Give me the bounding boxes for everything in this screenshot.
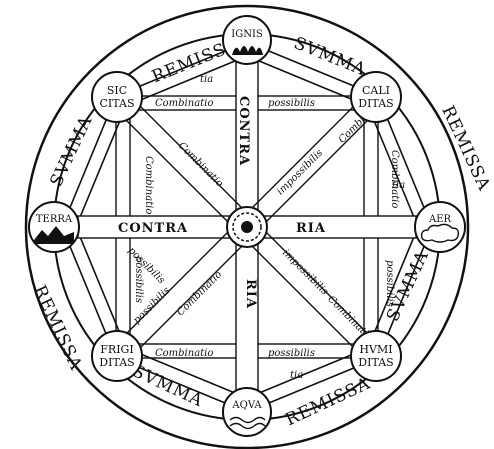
node-top-label: IGNIS [231,29,263,40]
node-top-left-line2: CITAS [100,97,135,110]
node-bottom-right-line1: HVMI [359,343,392,356]
diag-ul-upper: Combinatio [176,140,225,189]
flame-icon [232,46,263,55]
landscape-icon [34,226,74,244]
band-top-tia: tia [200,74,213,85]
axis-horizontal-right: RIA [296,221,326,236]
node-left-label: TERRA [36,214,73,225]
node-right: AER [414,201,466,253]
node-top-right: CALI DITAS [350,71,402,123]
band-bottom-combinatio: Combinatio [155,348,213,359]
diag-ul-lower: possibilis [126,245,167,286]
cloud-icon [420,223,460,243]
band-left-combinatio: Combinatio [143,156,154,214]
axis-vertical-upper: CONTRA [236,96,251,166]
band-bottom-tia: tia [290,370,303,381]
ring-label-top-right: SVMMA [291,33,369,80]
band-bottom-possibilis: possibilis [268,348,315,359]
node-bottom-left-line1: FRIGI [100,343,133,356]
water-waves-icon [229,416,266,430]
node-right-label: AER [428,214,452,225]
band-right-tia: tia [392,180,405,191]
ring-label-left-upper: SVMMA [46,113,96,190]
band-right-possibilis: possibilis [384,260,395,307]
node-top-right-line2: DITAS [358,97,393,110]
node-left: TERRA [28,201,80,253]
node-bottom-right-line2: DITAS [358,356,393,369]
diag-lr-upper: impossibilis [280,248,330,298]
band-top-combinatio: Combinatio [155,98,213,109]
band-top-possibilis: possibilis [268,98,315,109]
node-bottom-left: FRIGI DITAS [91,330,143,382]
node-bottom-right: HVMI DITAS [350,330,402,382]
node-bottom-label: AQVA [231,400,262,411]
ring-label-right-upper: REMISSA [437,103,494,194]
ring-label-left-lower: REMISSA [29,282,86,373]
outer-ring [24,4,470,449]
axis-vertical-lower: RIA [243,279,258,309]
node-top-right-line1: CALI [362,84,390,97]
band-right-combinatio: Combinatio [389,150,400,208]
node-top-left: SIC CITAS [91,71,143,123]
axis-horizontal-left: CONTRA [118,221,188,236]
band-left-possibilis: possibilis [133,256,144,303]
node-bottom: AQVA [222,387,272,437]
node-top-left-line1: SIC [107,84,127,97]
diag-ur-upper: impossibilis [275,148,325,198]
ring-label-bottom-right: REMISSA [282,373,373,430]
center-rosette-icon [226,206,268,248]
node-bottom-left-line2: DITAS [99,356,134,369]
node-top: IGNIS [222,15,272,65]
